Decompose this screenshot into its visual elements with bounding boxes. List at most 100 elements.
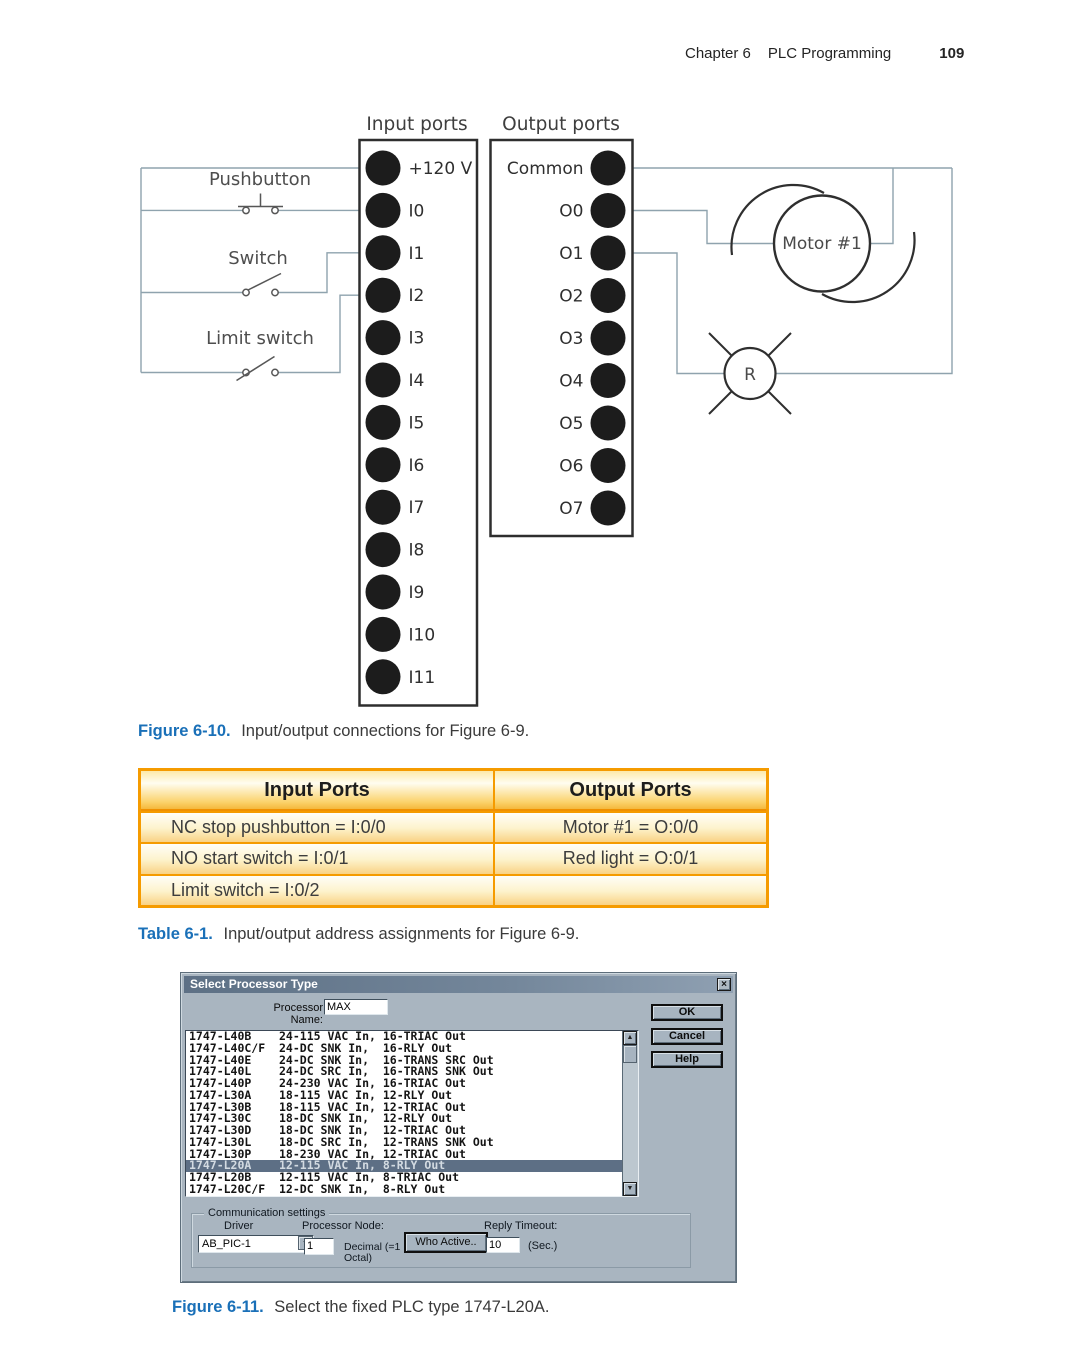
no-switch-symbol <box>242 272 282 297</box>
port-label: I3 <box>409 329 425 349</box>
processor-list-item[interactable]: 1747-L20B 12-115 VAC In, 8-TRIAC Out <box>189 1170 460 1185</box>
port-circle <box>365 532 401 568</box>
port-label: I2 <box>409 286 425 306</box>
port-label: O5 <box>559 414 583 434</box>
processor-list-item[interactable]: 1747-L40C/F 24-DC SNK In, 16-RLY Out <box>189 1040 453 1055</box>
motor-symbol: Motor #1 <box>730 183 916 304</box>
reply-timeout-input[interactable]: 10 <box>486 1237 520 1253</box>
processor-node-input[interactable]: 1 <box>304 1238 334 1255</box>
wire-common-redlight <box>775 168 953 375</box>
who-active-button[interactable]: Who Active.. <box>404 1232 488 1253</box>
wire-common-motor <box>870 168 894 245</box>
wire-o0-motor <box>625 209 774 245</box>
section-label: PLC Programming <box>767 45 892 62</box>
port-label: I4 <box>409 371 425 391</box>
driver-value: AB_PIC-1 <box>198 1235 314 1253</box>
processor-list-item[interactable]: 1747-L40E 24-DC SNK In, 16-TRANS SRC Out <box>189 1052 494 1067</box>
limit-switch-label: Limit switch <box>206 328 314 349</box>
scrollbar[interactable]: ▲ ▼ <box>622 1031 638 1196</box>
port-circle <box>590 150 626 186</box>
port-label: I8 <box>409 541 425 561</box>
input-ports-title: Input ports <box>366 114 467 135</box>
red-light-label: R <box>744 365 756 385</box>
port-label: I10 <box>409 625 436 645</box>
io-address-table: Input Ports Output Ports NC stop pushbut… <box>138 768 769 908</box>
port-label: I9 <box>409 583 425 603</box>
figure-6-11-label: Figure 6-11. <box>172 1298 264 1316</box>
dialog-titlebar[interactable]: Select Processor Type <box>184 976 733 993</box>
port-label: I1 <box>409 244 425 264</box>
figure-6-10-caption: Figure 6-10. Input/output connections fo… <box>138 722 529 741</box>
port-label: I0 <box>409 201 425 221</box>
scrollbar-thumb[interactable] <box>623 1045 637 1063</box>
close-icon[interactable]: × <box>717 978 731 991</box>
processor-list-item[interactable]: 1747-L30B 18-115 VAC In, 12-TRIAC Out <box>189 1099 466 1114</box>
wire-switch-i1 <box>141 252 366 294</box>
processor-list-item[interactable]: 1747-L20C/F 12-DC SNK In, 8-RLY Out <box>189 1181 446 1196</box>
processor-list-item[interactable]: 1747-L30C 18-DC SNK In, 12-RLY Out <box>189 1111 453 1126</box>
wire-limitswitch-i2 <box>141 294 366 374</box>
processor-list-item[interactable]: 1747-L30A 18-115 VAC In, 12-RLY Out <box>189 1087 453 1102</box>
processor-name-input[interactable]: MAX <box>324 999 388 1015</box>
processor-name-label: Processor Name: <box>273 1002 323 1026</box>
processor-node-label: Processor Node: <box>302 1220 384 1232</box>
processor-list-item[interactable]: 1747-L40B 24-115 VAC In, 16-TRIAC Out <box>189 1031 466 1043</box>
port-label: O6 <box>559 456 583 476</box>
port-circle <box>365 574 401 610</box>
cancel-button[interactable]: Cancel <box>651 1028 723 1045</box>
port-label: O7 <box>559 499 583 519</box>
pushbutton-label: Pushbutton <box>209 169 311 190</box>
processor-list-item[interactable]: 1747-L30L 18-DC SRC In, 12-TRANS SNK Out <box>189 1134 494 1149</box>
table-header-output: Output Ports <box>493 771 766 809</box>
wires <box>140 167 953 375</box>
port-label: O3 <box>559 329 583 349</box>
port-circle <box>365 659 401 695</box>
figure-6-11-caption: Figure 6-11. Select the fixed PLC type 1… <box>172 1298 549 1317</box>
table-6-1-text: Input/output address assignments for Fig… <box>223 925 580 943</box>
port-circle <box>365 192 401 228</box>
node-note: Decimal (=1 Octal) <box>344 1242 400 1264</box>
port-circle <box>590 363 626 398</box>
port-circle <box>365 489 401 525</box>
nc-pushbutton-symbol <box>238 193 283 215</box>
processor-list-item[interactable]: 1747-L40P 24-230 VAC In, 16-TRIAC Out <box>189 1076 466 1091</box>
port-circle <box>590 193 626 228</box>
communication-settings-label: Communication settings <box>204 1207 330 1219</box>
processor-list-item[interactable]: 1747-L30D 18-DC SNK In, 12-TRIAC Out <box>189 1123 466 1138</box>
table-row: Limit switch = I:0/2 <box>141 873 766 905</box>
port-label: +120 V <box>409 159 473 179</box>
port-circle <box>590 448 626 483</box>
processor-list-item-selected[interactable]: 1747-L20A 12-115 VAC In, 8-RLY Out <box>186 1160 623 1173</box>
port-circle <box>590 490 626 526</box>
driver-label: Driver <box>224 1220 254 1232</box>
port-circle <box>365 447 401 483</box>
port-label: I11 <box>409 668 436 688</box>
communication-settings-group: Communication settings Driver AB_PIC-1 ▼… <box>191 1207 691 1268</box>
scroll-down-icon[interactable]: ▼ <box>623 1182 637 1196</box>
reply-timeout-label: Reply Timeout: <box>484 1220 558 1232</box>
scroll-up-icon[interactable]: ▲ <box>623 1031 637 1045</box>
reply-timeout-unit: (Sec.) <box>528 1240 558 1252</box>
port-label: O2 <box>559 286 583 306</box>
ok-button[interactable]: OK <box>651 1004 723 1021</box>
port-label: I7 <box>409 498 425 518</box>
chapter-label: Chapter 6 <box>685 45 751 62</box>
driver-dropdown[interactable]: AB_PIC-1 ▼ <box>198 1235 314 1253</box>
table-header-row: Input Ports Output Ports <box>141 771 766 811</box>
processor-list-item[interactable]: 1747-L40L 24-DC SRC In, 16-TRANS SNK Out <box>189 1064 494 1079</box>
help-button[interactable]: Help <box>651 1051 723 1068</box>
output-ports-title: Output ports <box>502 114 620 135</box>
select-processor-type-dialog: Select Processor Type × Processor Name: … <box>180 972 737 1283</box>
port-circle <box>590 320 626 356</box>
limit-switch-symbol <box>236 355 279 382</box>
processor-list-item[interactable]: 1747-L30P 18-230 VAC In, 12-TRIAC Out <box>189 1146 466 1161</box>
port-circle <box>365 362 401 398</box>
io-wiring-diagram: Input ports Output ports <box>140 114 953 707</box>
port-label: I6 <box>409 456 425 476</box>
table-6-1-caption: Table 6-1. Input/output address assignme… <box>138 925 579 944</box>
